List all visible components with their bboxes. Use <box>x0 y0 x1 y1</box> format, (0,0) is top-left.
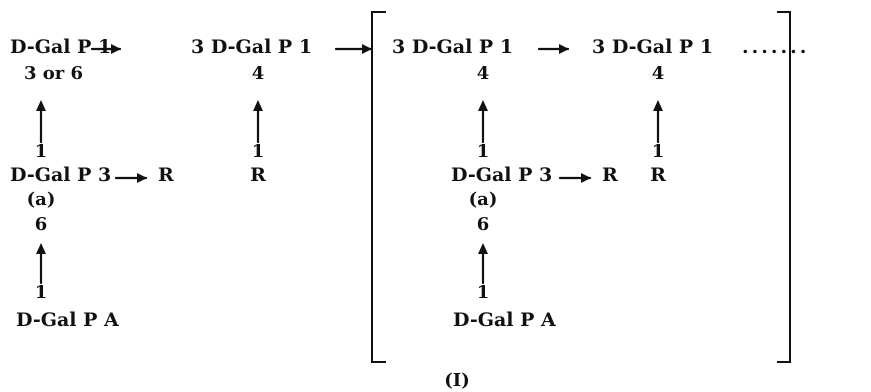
linkage-second-branch: 1 <box>251 141 265 162</box>
arrowhead-right-r <box>581 173 591 183</box>
arrowheads <box>36 44 663 254</box>
repeat-brackets <box>371 11 791 363</box>
node-r-right: R <box>602 164 618 186</box>
arrowhead-right-up-1 <box>478 100 488 111</box>
arrowhead-left-r <box>137 173 147 183</box>
left-bracket <box>371 11 386 363</box>
linkage-right-bottom: 1 <box>476 282 490 303</box>
arrowhead-top-2 <box>362 44 372 54</box>
arrowhead-left-up-1 <box>36 100 46 111</box>
arrowhead-top-1 <box>111 44 121 54</box>
figure-label: (I) <box>444 370 470 391</box>
node-d-gal-p3-left: D-Gal P 3 <box>10 164 112 186</box>
linkage-third-top: 4 <box>476 63 490 84</box>
node-3-d-gal-p1-fourth: 3 D-Gal P 1 <box>592 36 714 58</box>
node-d-gal-p3-right: D-Gal P 3 <box>451 164 553 186</box>
linkage-left-branch-top: 1 <box>34 141 48 162</box>
linkage-right-6: 6 <box>476 214 490 235</box>
arrowhead-fourth-up <box>653 100 663 111</box>
arrowhead-right-up-2 <box>478 243 488 254</box>
continuation-dots: ....... <box>742 36 810 58</box>
node-d-gal-pa-left: D-Gal P A <box>16 309 119 331</box>
arrowhead-top-3 <box>559 44 569 54</box>
node-r-fourth: R <box>650 164 666 186</box>
linkage-fourth-top: 4 <box>651 63 665 84</box>
linkage-fourth-branch: 1 <box>651 141 665 162</box>
linkage-left-6: 6 <box>34 214 48 235</box>
linkage-left-top: 3 or 6 <box>24 63 84 84</box>
node-r-left: R <box>158 164 174 186</box>
linkage-left-bottom: 1 <box>34 282 48 303</box>
node-3-d-gal-p1-third: 3 D-Gal P 1 <box>392 36 514 58</box>
linkage-right-a: (a) <box>468 189 498 210</box>
arrowhead-left-up-2 <box>36 243 46 254</box>
node-d-gal-pa-right: D-Gal P A <box>453 309 556 331</box>
linkage-left-a: (a) <box>26 189 56 210</box>
right-bracket <box>777 11 791 363</box>
node-3-d-gal-p1-second: 3 D-Gal P 1 <box>191 36 313 58</box>
linkage-right-branch-top: 1 <box>476 141 490 162</box>
node-d-gal-p1-left: D-Gal P 1 <box>10 36 112 58</box>
node-r-second: R <box>250 164 266 186</box>
arrowhead-second-up <box>253 100 263 111</box>
linkage-second-top: 4 <box>251 63 265 84</box>
